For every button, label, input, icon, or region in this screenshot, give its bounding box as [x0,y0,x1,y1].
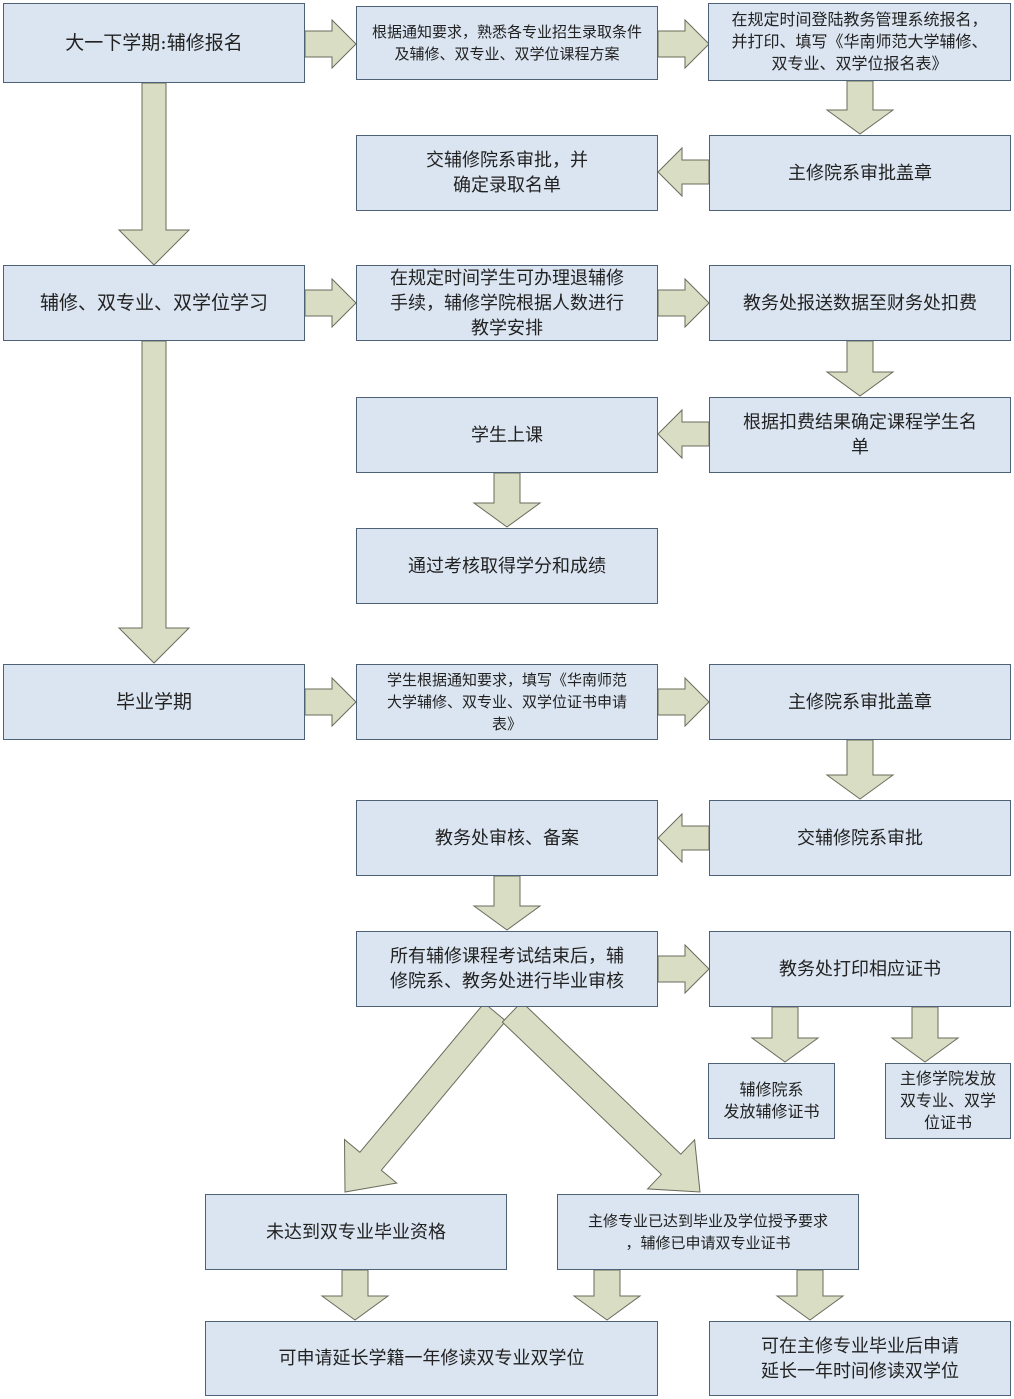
box-graduation-audit: 所有辅修课程考试结束后，辅 修院系、教务处进行毕业审核 [356,931,658,1007]
arrow-stamp-to-admit [657,146,710,198]
box-major-dept-stamp-1: 主修院系审批盖章 [709,135,1011,211]
box-semester2-signup: 大一下学期:辅修报名 [3,3,305,83]
arrow-r2b [657,277,710,329]
arrow-stamp2-to-minor [825,739,895,800]
arrow-audit-to-not-qualified [343,1002,507,1193]
box-withdraw-arrange: 在规定时间学生可办理退辅修 手续，辅修学院根据人数进行 教学安排 [356,265,658,341]
arrow-r1a [304,18,357,70]
box-confirm-list: 根据扣费结果确定课程学生名 单 [709,397,1011,473]
arrow-list-to-class [657,408,710,460]
arrow-r3a [304,676,357,728]
arrow-online-to-stamp [825,80,895,135]
arrow-audit-to-major-met [501,1001,701,1193]
box-not-qualified: 未达到双专业毕业资格 [205,1194,507,1270]
arrow-print-to-minor-cert [750,1006,820,1063]
box-minor-dept-approve-admit: 交辅修院系审批，并 确定录取名单 [356,135,658,211]
box-extend-after-grad: 可在主修专业毕业后申请 延长一年时间修读双学位 [709,1321,1011,1396]
box-extend-one-year: 可申请延长学籍一年修读双专业双学位 [205,1321,658,1396]
arrow-met-to-extend [572,1269,642,1321]
arrow-r1b [657,18,710,70]
arrow-r3b [657,676,710,728]
box-pass-exam: 通过考核取得学分和成绩 [356,528,658,604]
box-major-met: 主修专业已达到毕业及学位授予要求 ，辅修已申请双专业证书 [557,1194,859,1270]
arrow-review-to-audit [472,875,542,931]
arrow-finance-to-list [825,340,895,397]
box-study: 辅修、双专业、双学位学习 [3,265,305,341]
arrow-study-to-graduation [117,340,191,664]
arrow-class-to-exam [472,472,542,528]
box-double-cert-issue: 主修学院发放 双专业、双学 位证书 [885,1063,1011,1139]
box-major-dept-stamp-2: 主修院系审批盖章 [709,664,1011,740]
box-print-certificate: 教务处打印相应证书 [709,931,1011,1007]
arrow-minor-to-review [657,812,710,864]
box-online-signup: 在规定时间登陆教务管理系统报名， 并打印、填写《华南师范大学辅修、 双专业、双学… [708,3,1011,81]
box-submit-minor-dept: 交辅修院系审批 [709,800,1011,876]
box-fill-certificate-form: 学生根据通知要求，填写《华南师范 大学辅修、双专业、双学位证书申请 表》 [356,664,658,740]
arrow-audit-to-print [657,943,710,995]
box-academic-affairs-review: 教务处审核、备案 [356,800,658,876]
arrow-r2a [304,277,357,329]
arrow-print-to-double-cert [890,1006,960,1063]
box-graduation-semester: 毕业学期 [3,664,305,740]
box-send-finance: 教务处报送数据至财务处扣费 [709,265,1011,341]
arrow-met-to-after-grad [775,1269,845,1321]
box-read-notice: 根据通知要求，熟悉各专业招生录取条件 及辅修、双专业、双学位课程方案 [356,6,658,80]
arrow-notq-to-extend [320,1269,390,1321]
box-minor-cert-issue: 辅修院系 发放辅修证书 [708,1063,835,1139]
arrow-signup-to-study [117,82,191,266]
box-attend-class: 学生上课 [356,397,658,473]
